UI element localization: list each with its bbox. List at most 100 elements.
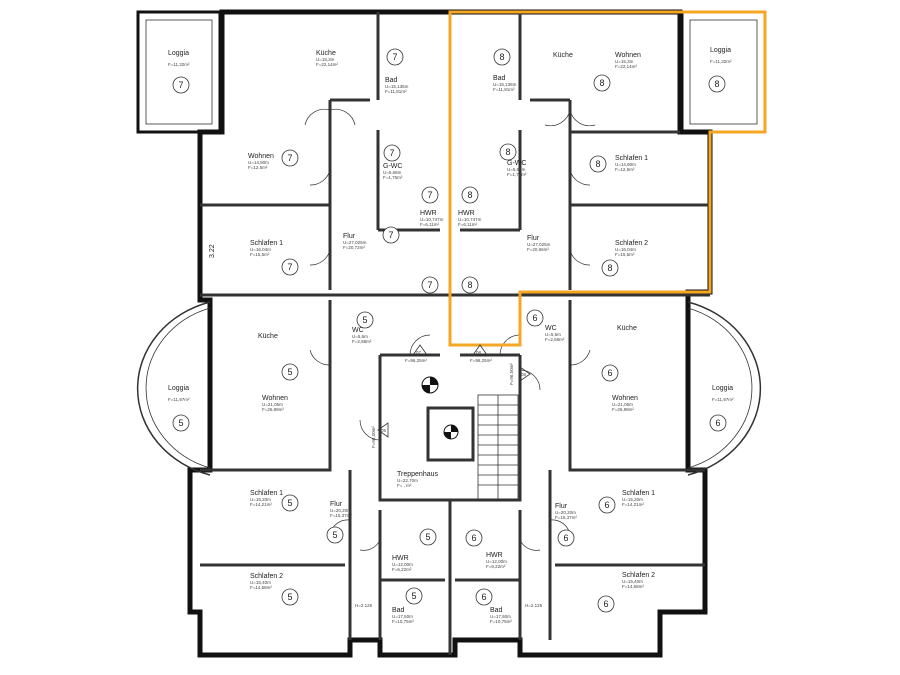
room-area: F=6,22m² bbox=[486, 564, 506, 569]
unit-number-marker: 5 bbox=[356, 311, 374, 329]
room-name: Schlafen 2 bbox=[615, 240, 648, 247]
unit-number-marker: 8 bbox=[493, 48, 511, 66]
unit-number: 6 bbox=[604, 500, 609, 510]
room-name: Schlafen 1 bbox=[615, 155, 648, 162]
room-area: F=11,32m² bbox=[710, 59, 732, 64]
room-name: Wohnen bbox=[262, 395, 288, 402]
room-label-wc-unit-5[interactable]: WCU=5,6mF=2,68m² bbox=[352, 327, 372, 344]
room-name: HWR bbox=[420, 210, 437, 217]
room-perimeter: U=14,90m bbox=[615, 162, 636, 167]
room-area: F=14,58m² bbox=[622, 584, 644, 589]
room-name: Bad bbox=[385, 77, 398, 84]
room-name: HWR bbox=[392, 555, 409, 562]
room-perimeter: U=27,025m bbox=[527, 242, 551, 247]
room-area: F=10,75m² bbox=[392, 619, 414, 624]
unit-number: 6 bbox=[532, 313, 537, 323]
room-label-wc-unit-6[interactable]: WCU=5,6mF=2,68m² bbox=[545, 325, 565, 342]
unit-number: 6 bbox=[715, 418, 720, 428]
marker-circle bbox=[172, 76, 190, 94]
room-perimeter: U=5,68m bbox=[383, 170, 402, 175]
room-perimeter: U=20,20m bbox=[330, 508, 351, 513]
room-area: F=14,21m² bbox=[622, 502, 644, 507]
entrance-marker[interactable]: 08F=96,25m² bbox=[470, 344, 492, 363]
dimension-label: 3.22 bbox=[209, 244, 216, 258]
room-area: F=15,37m² bbox=[555, 515, 577, 520]
marker-circle bbox=[465, 529, 483, 547]
unit-number: 7 bbox=[389, 148, 394, 158]
marker-circle bbox=[526, 309, 544, 327]
entrance-marker[interactable]: 06F=96,50m² bbox=[509, 363, 531, 385]
room-label-k-che-unit-8[interactable]: Küche bbox=[553, 52, 573, 59]
unit-number-marker: 6 bbox=[557, 529, 575, 547]
room-label-k-che-unit-5[interactable]: Küche bbox=[258, 333, 278, 340]
selected-unit-outline[interactable] bbox=[448, 10, 767, 347]
staircase bbox=[477, 394, 519, 501]
marker-circle bbox=[601, 364, 619, 382]
unit-number-marker: 5 bbox=[281, 363, 299, 381]
marker-circle bbox=[598, 496, 616, 514]
room-area: F=22,14m² bbox=[316, 62, 338, 67]
room-area: F=26,89m² bbox=[262, 407, 284, 412]
room-name: HWR bbox=[486, 552, 503, 559]
room-name: Bad bbox=[493, 75, 506, 82]
room-area: F=22,14m² bbox=[615, 64, 637, 69]
marker-circle bbox=[356, 311, 374, 329]
marker-circle bbox=[461, 186, 479, 204]
entrance-marker[interactable]: 07F=96,25m² bbox=[405, 344, 428, 363]
unit-number-marker: 8 bbox=[593, 74, 611, 92]
entrance-marker[interactable]: 05F=96,50m² bbox=[371, 422, 389, 448]
room-name: Flur bbox=[330, 501, 343, 508]
room-area: F=14,58m² bbox=[250, 585, 272, 590]
room-label-k-che-unit-6[interactable]: Küche bbox=[617, 325, 637, 332]
unit-number-marker: 7 bbox=[281, 149, 299, 167]
room-perimeter: U=5,6m bbox=[545, 332, 561, 337]
unit-number: 6 bbox=[471, 533, 476, 543]
marker-circle bbox=[421, 186, 439, 204]
unit-number: 5 bbox=[411, 591, 416, 601]
unit-number-marker: 7 bbox=[382, 226, 400, 244]
unit-number: 6 bbox=[607, 368, 612, 378]
room-perimeter: U=15,40m bbox=[622, 579, 643, 584]
room-name: Wohnen bbox=[615, 52, 641, 59]
room-perimeter: U=5,68m bbox=[507, 167, 526, 172]
unit-number: 6 bbox=[481, 592, 486, 602]
room-perimeter: U=17,50m bbox=[490, 614, 511, 619]
entrance-area: F=96,25m² bbox=[470, 358, 492, 363]
room-area: F=1,75m² bbox=[383, 175, 403, 180]
unit-number-marker: 5 bbox=[326, 526, 344, 544]
unit-number-marker: 7 bbox=[383, 144, 401, 162]
unit-number: 5 bbox=[287, 592, 292, 602]
unit-number-marker: 7 bbox=[421, 276, 439, 294]
